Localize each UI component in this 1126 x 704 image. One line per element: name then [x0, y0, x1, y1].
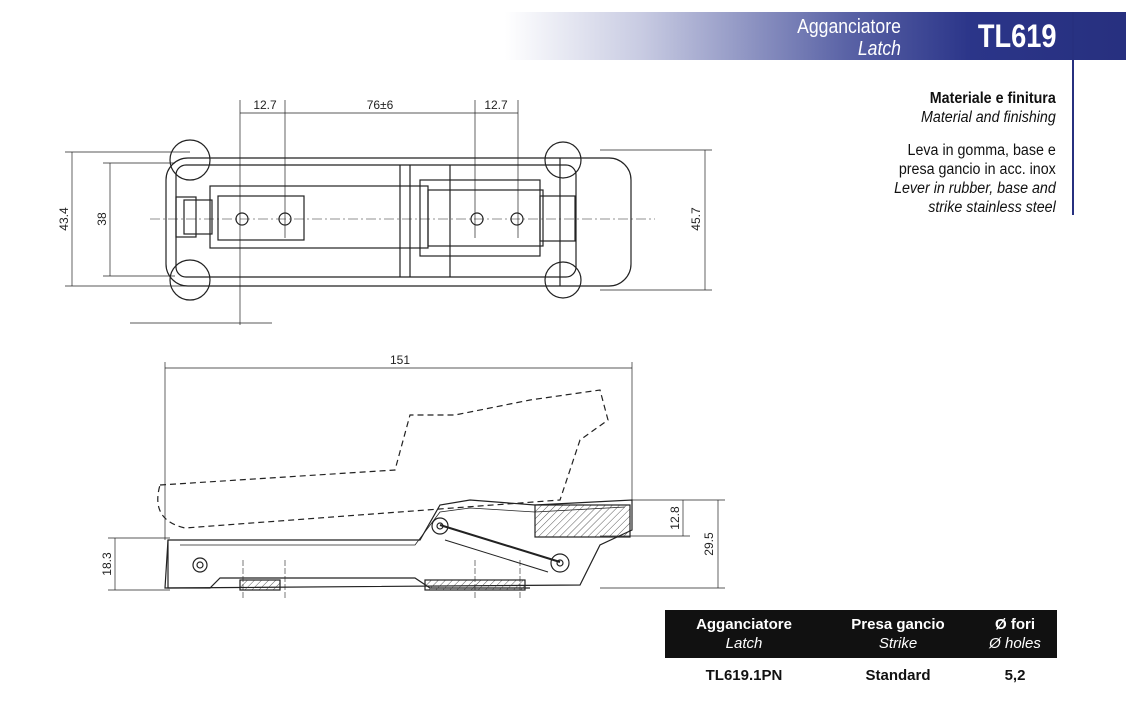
top-view	[65, 100, 712, 325]
spec-table-header: Agganciatore Latch Presa gancio Strike Ø…	[665, 610, 1057, 658]
dim-45-7: 45.7	[689, 207, 703, 231]
th-latch-it: Agganciatore	[696, 616, 792, 633]
cell-latch: TL619.1PN	[705, 666, 783, 684]
side-view	[108, 362, 725, 598]
dim-12-8: 12.8	[668, 506, 682, 530]
dim-18-3: 18.3	[100, 552, 114, 576]
header-title-en: Latch	[857, 38, 901, 60]
spec-table: Agganciatore Latch Presa gancio Strike Ø…	[665, 610, 1057, 690]
cell-holes: 5,2	[1004, 666, 1026, 684]
table-row: TL619.1PN Standard 5,2	[665, 658, 1057, 690]
th-holes-en: Ø holes	[989, 635, 1041, 652]
dim-76: 76±6	[367, 98, 394, 112]
dim-38: 38	[95, 212, 109, 226]
header-banner: Agganciatore Latch TL619	[505, 12, 1126, 60]
header-title-it: Agganciatore	[797, 16, 901, 38]
material-title-en: Material and finishing	[921, 109, 1056, 126]
product-code: TL619	[977, 18, 1056, 54]
th-holes-it: Ø fori	[995, 616, 1035, 633]
material-desc-en-1: Lever in rubber, base and	[894, 180, 1056, 197]
material-desc-it-2: presa gancio in acc. inox	[899, 161, 1056, 178]
header-divider	[1072, 12, 1074, 215]
material-title-it: Materiale e finitura	[929, 90, 1056, 107]
dim-151: 151	[390, 353, 410, 367]
dim-12-7-left: 12.7	[253, 98, 277, 112]
material-desc-en-2: strike stainless steel	[928, 199, 1056, 216]
th-strike-it: Presa gancio	[851, 616, 945, 633]
th-strike-en: Strike	[878, 635, 918, 652]
dim-29-5: 29.5	[702, 532, 716, 556]
material-section: Materiale e finitura Material and finish…	[894, 89, 1056, 217]
dim-12-7-right: 12.7	[484, 98, 508, 112]
cell-strike: Standard	[865, 666, 931, 684]
dim-43-4: 43.4	[57, 207, 71, 231]
th-latch-en: Latch	[725, 635, 763, 652]
material-desc-it-1: Leva in gomma, base e	[907, 142, 1056, 159]
